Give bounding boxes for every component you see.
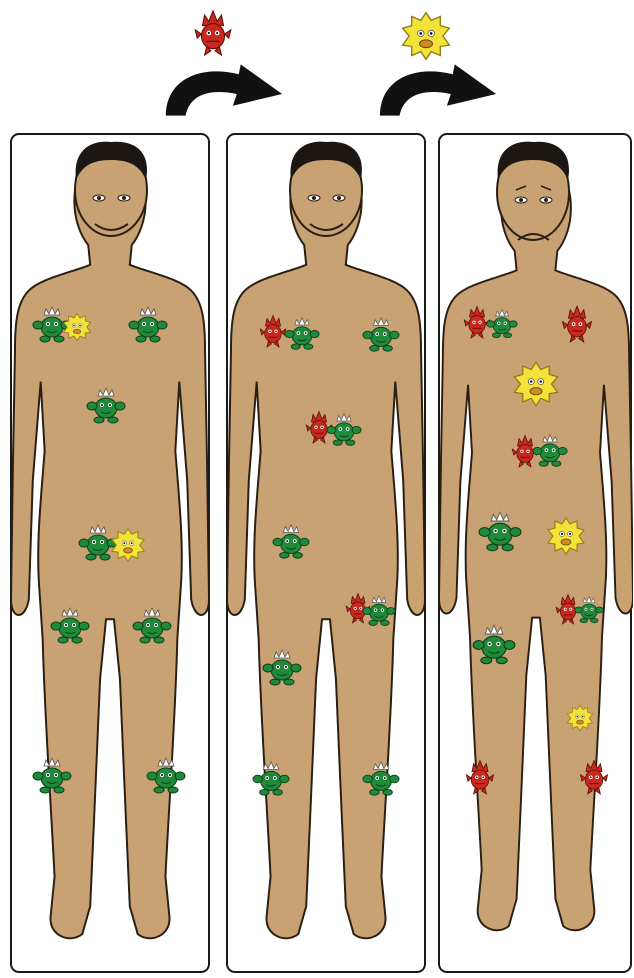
transition-2 bbox=[380, 13, 496, 116]
yellow-microbe-icon bbox=[403, 13, 450, 60]
red-microbe-icon bbox=[195, 11, 231, 55]
panel-healthy bbox=[11, 134, 209, 972]
face-smiling bbox=[75, 142, 147, 236]
face-sad bbox=[497, 142, 569, 240]
curved-arrow-icon bbox=[166, 64, 282, 115]
panel-sick bbox=[439, 134, 633, 972]
face-smiling bbox=[290, 142, 362, 236]
curved-arrow-icon bbox=[380, 64, 496, 115]
transition-1 bbox=[166, 11, 282, 116]
panel-disturbed bbox=[227, 134, 425, 972]
